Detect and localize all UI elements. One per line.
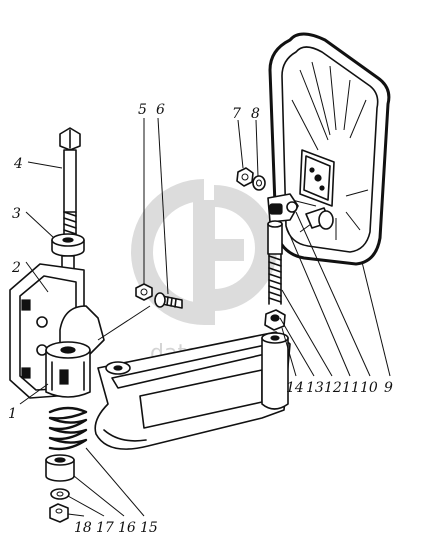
mirror-bracket-plate xyxy=(299,149,335,207)
nut-5 xyxy=(135,283,153,301)
callout-13: 13 xyxy=(306,380,324,396)
callout-12: 12 xyxy=(324,380,342,396)
watermark-logo xyxy=(131,179,277,326)
callout-7: 7 xyxy=(232,106,241,122)
callout-2: 2 xyxy=(11,260,21,276)
callouts: 1 2 3 4 5 6 7 8 9 10 11 12 13 14 15 16 1… xyxy=(8,102,393,536)
callout-14: 14 xyxy=(286,380,304,396)
leader-lines xyxy=(19,117,391,517)
callout-17: 17 xyxy=(96,520,114,536)
swivel-clamp xyxy=(267,193,299,223)
screw-6 xyxy=(154,292,183,309)
callout-16: 16 xyxy=(118,520,136,536)
callout-8: 8 xyxy=(251,106,260,122)
callout-5: 5 xyxy=(138,102,147,118)
nut-7 xyxy=(236,167,254,187)
nut-18 xyxy=(49,503,69,523)
arm-14 xyxy=(94,331,291,450)
callout-3: 3 xyxy=(12,206,21,222)
callout-10: 10 xyxy=(360,380,378,396)
bushing-3 xyxy=(51,233,85,257)
callout-18: 18 xyxy=(74,520,92,536)
nut-13 xyxy=(264,309,286,331)
cup-16 xyxy=(45,454,75,482)
mirror-housing xyxy=(268,32,391,266)
spring-15 xyxy=(48,406,88,451)
callout-1: 1 xyxy=(8,406,17,422)
callout-11: 11 xyxy=(342,380,360,396)
mirror-ball-stud xyxy=(305,207,334,230)
callout-6: 6 xyxy=(156,102,165,118)
callout-4: 4 xyxy=(13,156,23,172)
washer-17 xyxy=(50,488,70,500)
callout-15: 15 xyxy=(140,520,158,536)
washer-8 xyxy=(252,175,266,191)
callout-9: 9 xyxy=(384,380,393,396)
bolt-4 xyxy=(59,127,81,237)
hinge-casting-1 xyxy=(45,305,105,398)
threaded-rod xyxy=(267,220,283,305)
